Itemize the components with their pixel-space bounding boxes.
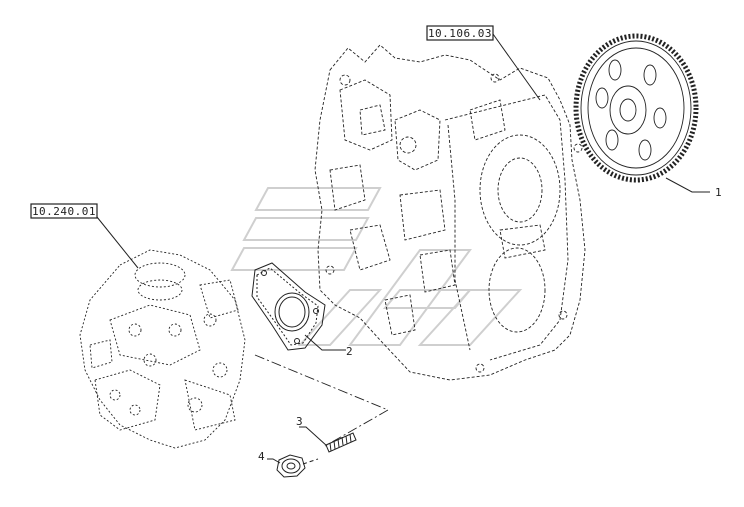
reference-box-housing-frame — [426, 25, 494, 41]
mounting-stud — [325, 432, 357, 453]
callout-1: 1 — [715, 186, 722, 199]
reference-label-housing: 10.106.03 — [428, 27, 492, 40]
assembly-line — [254, 354, 390, 447]
engine-housing — [314, 44, 586, 381]
callout-3: 3 — [296, 415, 303, 428]
reference-box-pump: 10.240.01 — [30, 203, 98, 219]
reference-box-housing: 10.106.03 — [426, 25, 494, 41]
reference-box-pump-frame — [30, 203, 98, 219]
reference-label-pump: 10.240.01 — [32, 205, 96, 218]
pump-gasket — [251, 262, 326, 351]
callout-2: 2 — [346, 345, 353, 358]
mounting-nut — [276, 454, 319, 478]
injection-pump — [79, 249, 246, 449]
leader-lines — [96, 33, 710, 464]
timing-gear — [573, 33, 699, 183]
watermark-logo — [230, 187, 523, 346]
callout-4: 4 — [258, 450, 265, 463]
